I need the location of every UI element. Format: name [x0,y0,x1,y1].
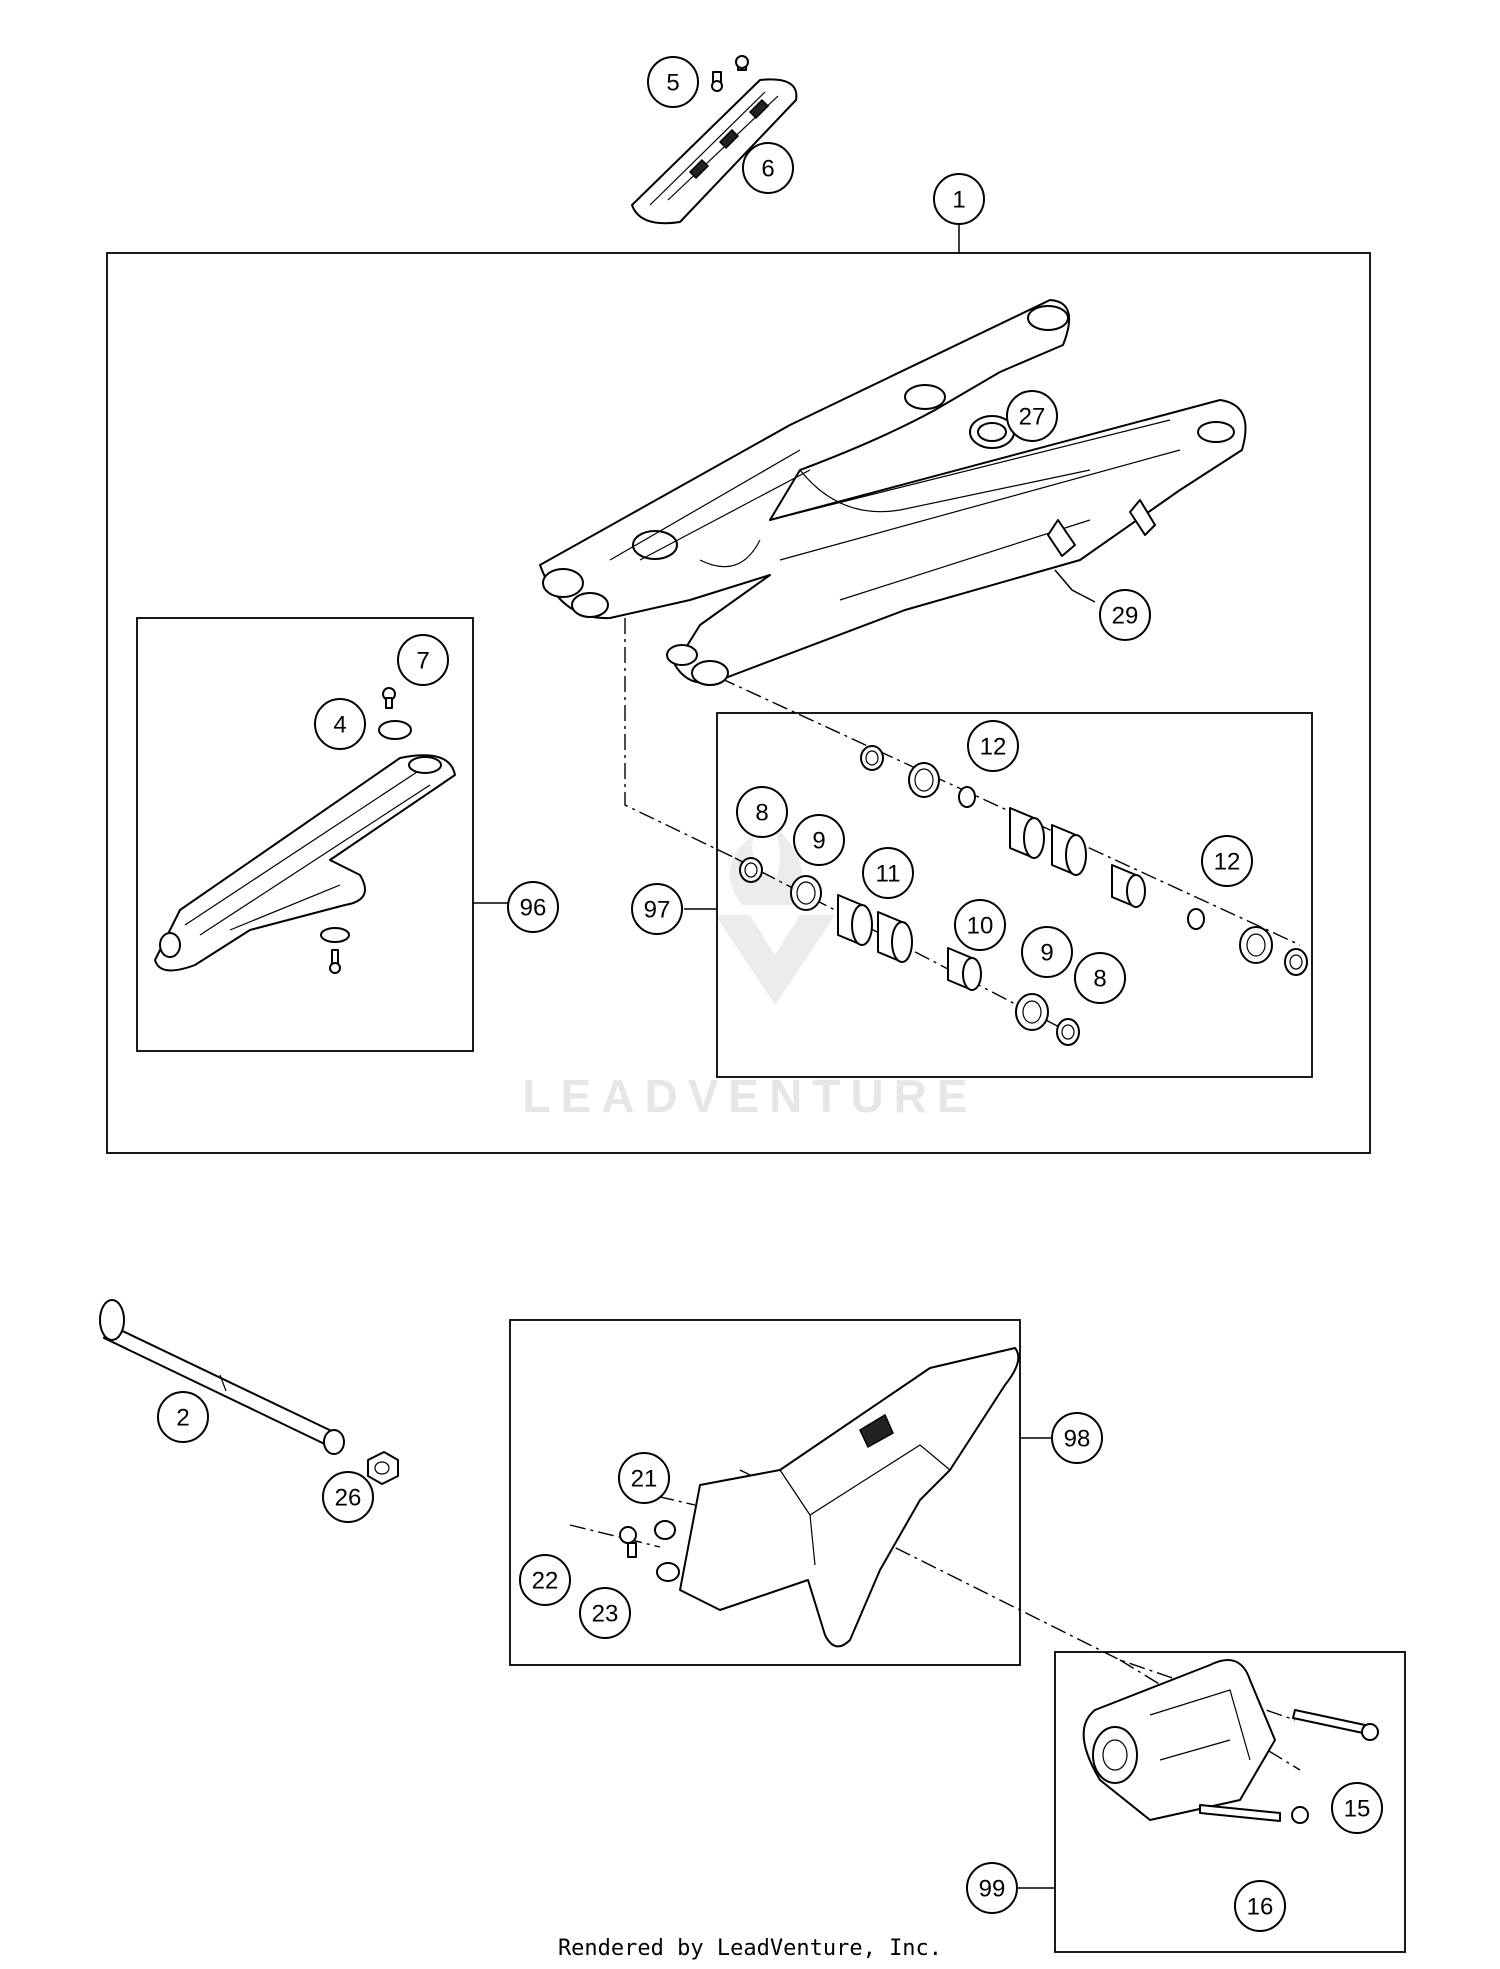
callout-29: 29 [1099,589,1151,641]
bearing-kit-box [716,712,1313,1078]
chain-guide-box [1054,1651,1406,1953]
svg-text:10: 10 [967,913,994,940]
svg-text:5: 5 [666,70,679,97]
callout-6: 6 [742,142,794,194]
watermark: LEADVENTURE [522,825,977,1122]
svg-text:97: 97 [644,897,671,924]
svg-text:99: 99 [979,1876,1006,1903]
chain-guide-part [1082,1659,1379,1824]
callout-22: 22 [519,1554,571,1606]
callout-12-lower: 12 [1201,835,1253,887]
svg-text:4: 4 [333,712,346,739]
callout-2: 2 [157,1391,209,1443]
chain-slider-top-part [631,55,798,225]
callout-9-right: 9 [1021,926,1073,978]
chain-slider-box [136,617,474,1052]
svg-text:12: 12 [980,734,1007,761]
svg-text:6: 6 [761,156,774,183]
svg-text:12: 12 [1214,849,1241,876]
svg-text:1: 1 [952,187,965,214]
svg-text:29: 29 [1112,603,1139,630]
svg-text:9: 9 [812,828,825,855]
watermark-text: LEADVENTURE [522,1070,977,1122]
callout-23: 23 [579,1587,631,1639]
svg-text:11: 11 [876,861,901,888]
svg-text:8: 8 [1093,966,1106,993]
callout-21: 21 [618,1452,670,1504]
svg-text:7: 7 [416,648,429,675]
callout-97: 97 [631,883,683,935]
svg-text:15: 15 [1344,1796,1371,1823]
chain-slider-part [154,687,456,974]
callout-7: 7 [397,634,449,686]
callout-8-left: 8 [736,786,788,838]
swingarm-axle-part [99,1299,399,1485]
callout-26: 26 [322,1471,374,1523]
svg-text:9: 9 [1040,940,1053,967]
svg-text:21: 21 [631,1466,658,1493]
callout-98: 98 [1051,1412,1103,1464]
footer-credit: Rendered by LeadVenture, Inc. [557,1936,943,1961]
callout-15: 15 [1331,1782,1383,1834]
callout-8-right: 8 [1074,952,1126,1004]
chain-guard-box [509,1319,1021,1666]
svg-text:98: 98 [1064,1426,1091,1453]
svg-text:22: 22 [532,1568,559,1595]
bearing-parts [739,745,1308,1046]
svg-text:96: 96 [520,895,547,922]
svg-text:2: 2 [176,1405,189,1432]
callout-10: 10 [954,899,1006,951]
svg-text:8: 8 [755,800,768,827]
svg-text:23: 23 [592,1601,619,1628]
leader-lines [473,216,1096,1889]
swingarm-box [106,252,1371,1154]
callout-9-left: 9 [793,814,845,866]
swingarm-part [539,299,1247,686]
svg-text:16: 16 [1247,1894,1274,1921]
svg-text:26: 26 [335,1485,362,1512]
callout-16: 16 [1234,1880,1286,1932]
callout-5: 5 [647,56,699,108]
callout-96: 96 [507,881,559,933]
callout-4: 4 [314,698,366,750]
chain-guard-part [619,1347,1020,1648]
callout-11: 11 [862,847,914,899]
callout-27: 27 [1006,390,1058,442]
callout-1: 1 [933,173,985,225]
callout-99: 99 [966,1862,1018,1914]
callout-12-upper: 12 [967,720,1019,772]
svg-text:27: 27 [1019,404,1046,431]
